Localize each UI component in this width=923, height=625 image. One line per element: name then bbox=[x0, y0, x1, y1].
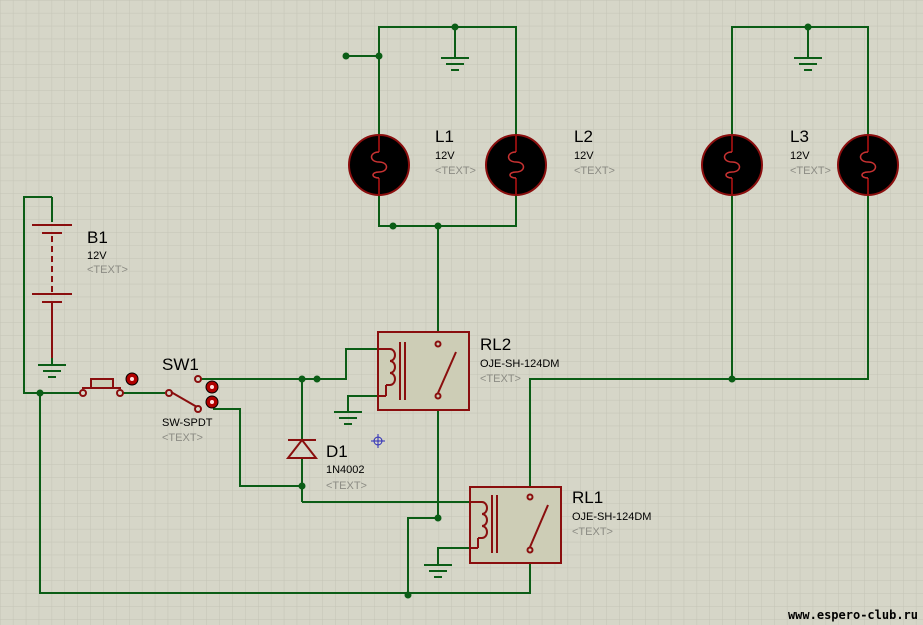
l3-value: 12V bbox=[790, 150, 810, 162]
l1-value: 12V bbox=[435, 150, 455, 162]
lamp-icon bbox=[485, 134, 547, 196]
lamp-icon bbox=[837, 134, 899, 196]
l1-text: <TEXT> bbox=[435, 165, 476, 177]
lamp-l4[interactable] bbox=[837, 134, 899, 196]
l2-text: <TEXT> bbox=[574, 165, 615, 177]
battery-b1[interactable]: B1 12V <TEXT> bbox=[32, 224, 128, 358]
ground-icon bbox=[424, 564, 452, 578]
switch-state-indicator-top[interactable] bbox=[205, 380, 219, 394]
lamp-l3[interactable] bbox=[701, 134, 763, 196]
lamp-l2-labels: L2 12V <TEXT> bbox=[574, 127, 615, 177]
relay-rl2[interactable]: RL2 OJE-SH-124DM <TEXT> bbox=[377, 331, 559, 411]
l1-ref: L1 bbox=[435, 127, 454, 146]
ground-icon bbox=[334, 411, 362, 425]
l2-value: 12V bbox=[574, 150, 594, 162]
battery-icon bbox=[32, 224, 72, 358]
l3-ref: L3 bbox=[790, 127, 809, 146]
rl2-ref: RL2 bbox=[480, 335, 511, 354]
lamp-l1[interactable] bbox=[348, 134, 410, 196]
lamp-l3-labels: L3 12V <TEXT> bbox=[790, 127, 831, 177]
lamp-l2[interactable] bbox=[485, 134, 547, 196]
pushbutton-icon bbox=[79, 378, 124, 397]
rl1-value: OJE-SH-124DM bbox=[572, 511, 651, 523]
l2-ref: L2 bbox=[574, 127, 593, 146]
lamp-l1-labels: L1 12V <TEXT> bbox=[435, 127, 476, 177]
ground-icon bbox=[38, 358, 66, 378]
ground-icon bbox=[441, 57, 469, 71]
crosshair-icon bbox=[371, 434, 385, 448]
junctions bbox=[36, 23, 812, 599]
lamp-icon bbox=[348, 134, 410, 196]
sw1-ref: SW1 bbox=[162, 355, 199, 374]
b1-ref: B1 bbox=[87, 228, 108, 247]
lamp-icon bbox=[701, 134, 763, 196]
rl2-text: <TEXT> bbox=[480, 373, 521, 385]
switch-state-indicator-bottom[interactable] bbox=[205, 395, 219, 409]
relay-icon bbox=[469, 486, 562, 564]
switch-sw1[interactable]: SW1 SW-SPDT <TEXT> bbox=[162, 355, 219, 444]
relay-rl1[interactable]: RL1 OJE-SH-124DM <TEXT> bbox=[469, 486, 651, 564]
watermark: www.espero-club.ru bbox=[788, 608, 918, 622]
spdt-switch-icon bbox=[165, 375, 202, 413]
diode-icon bbox=[285, 438, 319, 459]
sw1-text: <TEXT> bbox=[162, 432, 203, 444]
relay-icon bbox=[377, 331, 470, 411]
b1-value: 12V bbox=[87, 250, 107, 262]
pushbutton[interactable] bbox=[79, 372, 139, 397]
sw1-value: SW-SPDT bbox=[162, 417, 213, 429]
diode-d1[interactable]: D1 1N4002 <TEXT> bbox=[285, 438, 367, 492]
d1-text: <TEXT> bbox=[326, 480, 367, 492]
d1-ref: D1 bbox=[326, 442, 348, 461]
rl1-ref: RL1 bbox=[572, 488, 603, 507]
pushbutton-state-indicator[interactable] bbox=[125, 372, 139, 386]
d1-value: 1N4002 bbox=[326, 464, 365, 476]
wires bbox=[23, 26, 869, 595]
l3-text: <TEXT> bbox=[790, 165, 831, 177]
ground-icon bbox=[794, 57, 822, 71]
b1-text: <TEXT> bbox=[87, 264, 128, 276]
rl1-text: <TEXT> bbox=[572, 526, 613, 538]
rl2-value: OJE-SH-124DM bbox=[480, 358, 559, 370]
